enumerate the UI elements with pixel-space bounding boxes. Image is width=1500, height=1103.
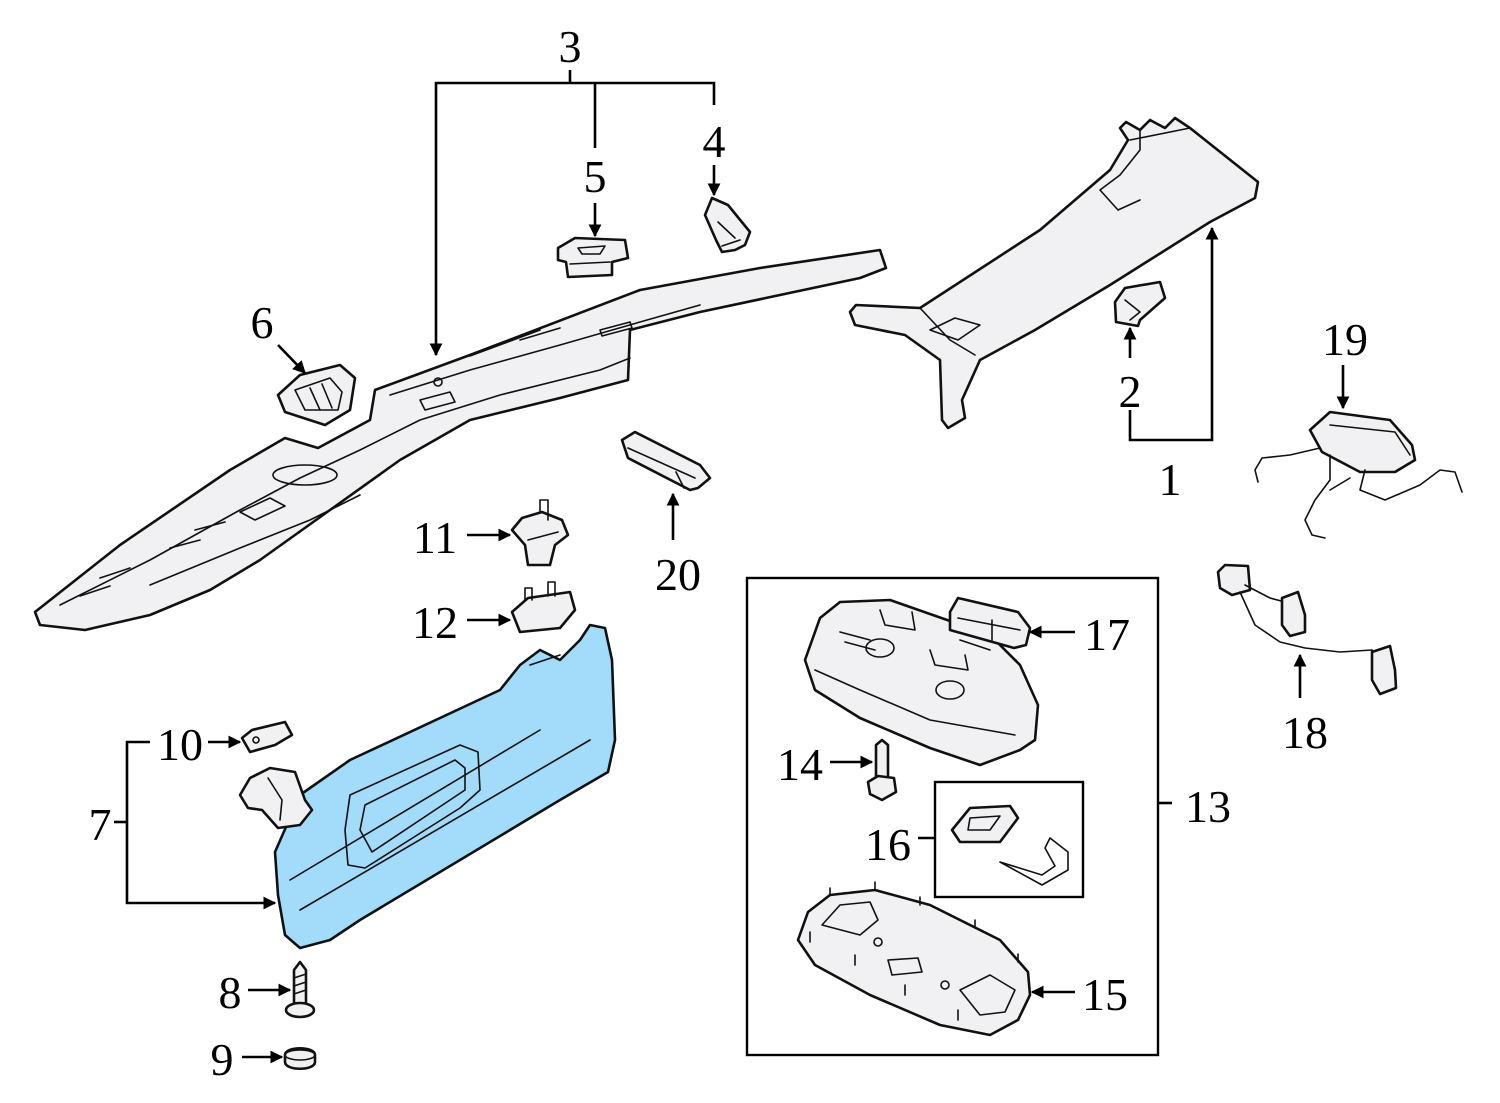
callout-3: 3	[559, 21, 582, 72]
callout-7: 7	[89, 799, 112, 850]
part-13-assembly-box	[745, 576, 1160, 1057]
part-11-clip[interactable]	[510, 499, 570, 567]
leader-3-to-4	[570, 81, 716, 105]
part-12-clip[interactable]	[510, 581, 577, 634]
part-10-clip[interactable]	[240, 720, 294, 754]
leader-1	[1128, 226, 1219, 442]
callout-8: 8	[219, 967, 242, 1018]
callout-11: 11	[413, 512, 457, 563]
callout-10: 10	[157, 719, 203, 770]
part-2-clip[interactable]	[1113, 280, 1167, 328]
leader-3-to-trim	[429, 81, 570, 357]
callout-2: 2	[1119, 366, 1142, 417]
part-8-screw[interactable]	[284, 960, 316, 1019]
callout-4: 4	[703, 116, 726, 167]
part-20-module[interactable]	[620, 430, 712, 492]
part-16-lens-and-clip[interactable]	[950, 804, 1069, 886]
part-9-cap[interactable]	[283, 1046, 317, 1071]
part-5-clip[interactable]	[556, 236, 630, 279]
callout-15: 15	[1082, 969, 1128, 1020]
callout-14: 14	[777, 739, 823, 790]
callout-9: 9	[211, 1034, 234, 1085]
part-4-clip[interactable]	[703, 196, 752, 254]
part-18-harness[interactable]	[1216, 563, 1398, 696]
callout-17: 17	[1084, 609, 1130, 660]
leader-lines	[114, 70, 1350, 1064]
leader-6	[277, 344, 306, 374]
callout-12: 12	[412, 597, 458, 648]
callout-16: 16	[865, 819, 911, 870]
callout-19: 19	[1322, 314, 1368, 365]
callout-20: 20	[655, 549, 701, 600]
part-14-bolt[interactable]	[866, 738, 898, 802]
callout-5: 5	[584, 151, 607, 202]
part-15-bezel[interactable]	[796, 881, 1032, 1037]
callout-1: 1	[1159, 454, 1182, 505]
part-17-switch[interactable]	[948, 596, 1032, 650]
callout-6: 6	[251, 297, 274, 348]
part-13-console-housing[interactable]	[803, 598, 1040, 767]
callout-18: 18	[1282, 707, 1328, 758]
callout-labels: 3 4 5 6 2 1 19 20 11 12 10 7 8 9 17 14 1…	[89, 21, 1369, 1085]
part-3-roof-trim[interactable]	[33, 248, 888, 632]
part-16-kit-box	[933, 780, 1085, 899]
part-6-clip[interactable]	[276, 363, 357, 427]
part-19-module-harness[interactable]	[1254, 410, 1463, 539]
part-1-pillar-trim[interactable]	[848, 116, 1260, 430]
part-7-sun-visor[interactable]	[238, 623, 617, 950]
callout-13: 13	[1185, 781, 1231, 832]
